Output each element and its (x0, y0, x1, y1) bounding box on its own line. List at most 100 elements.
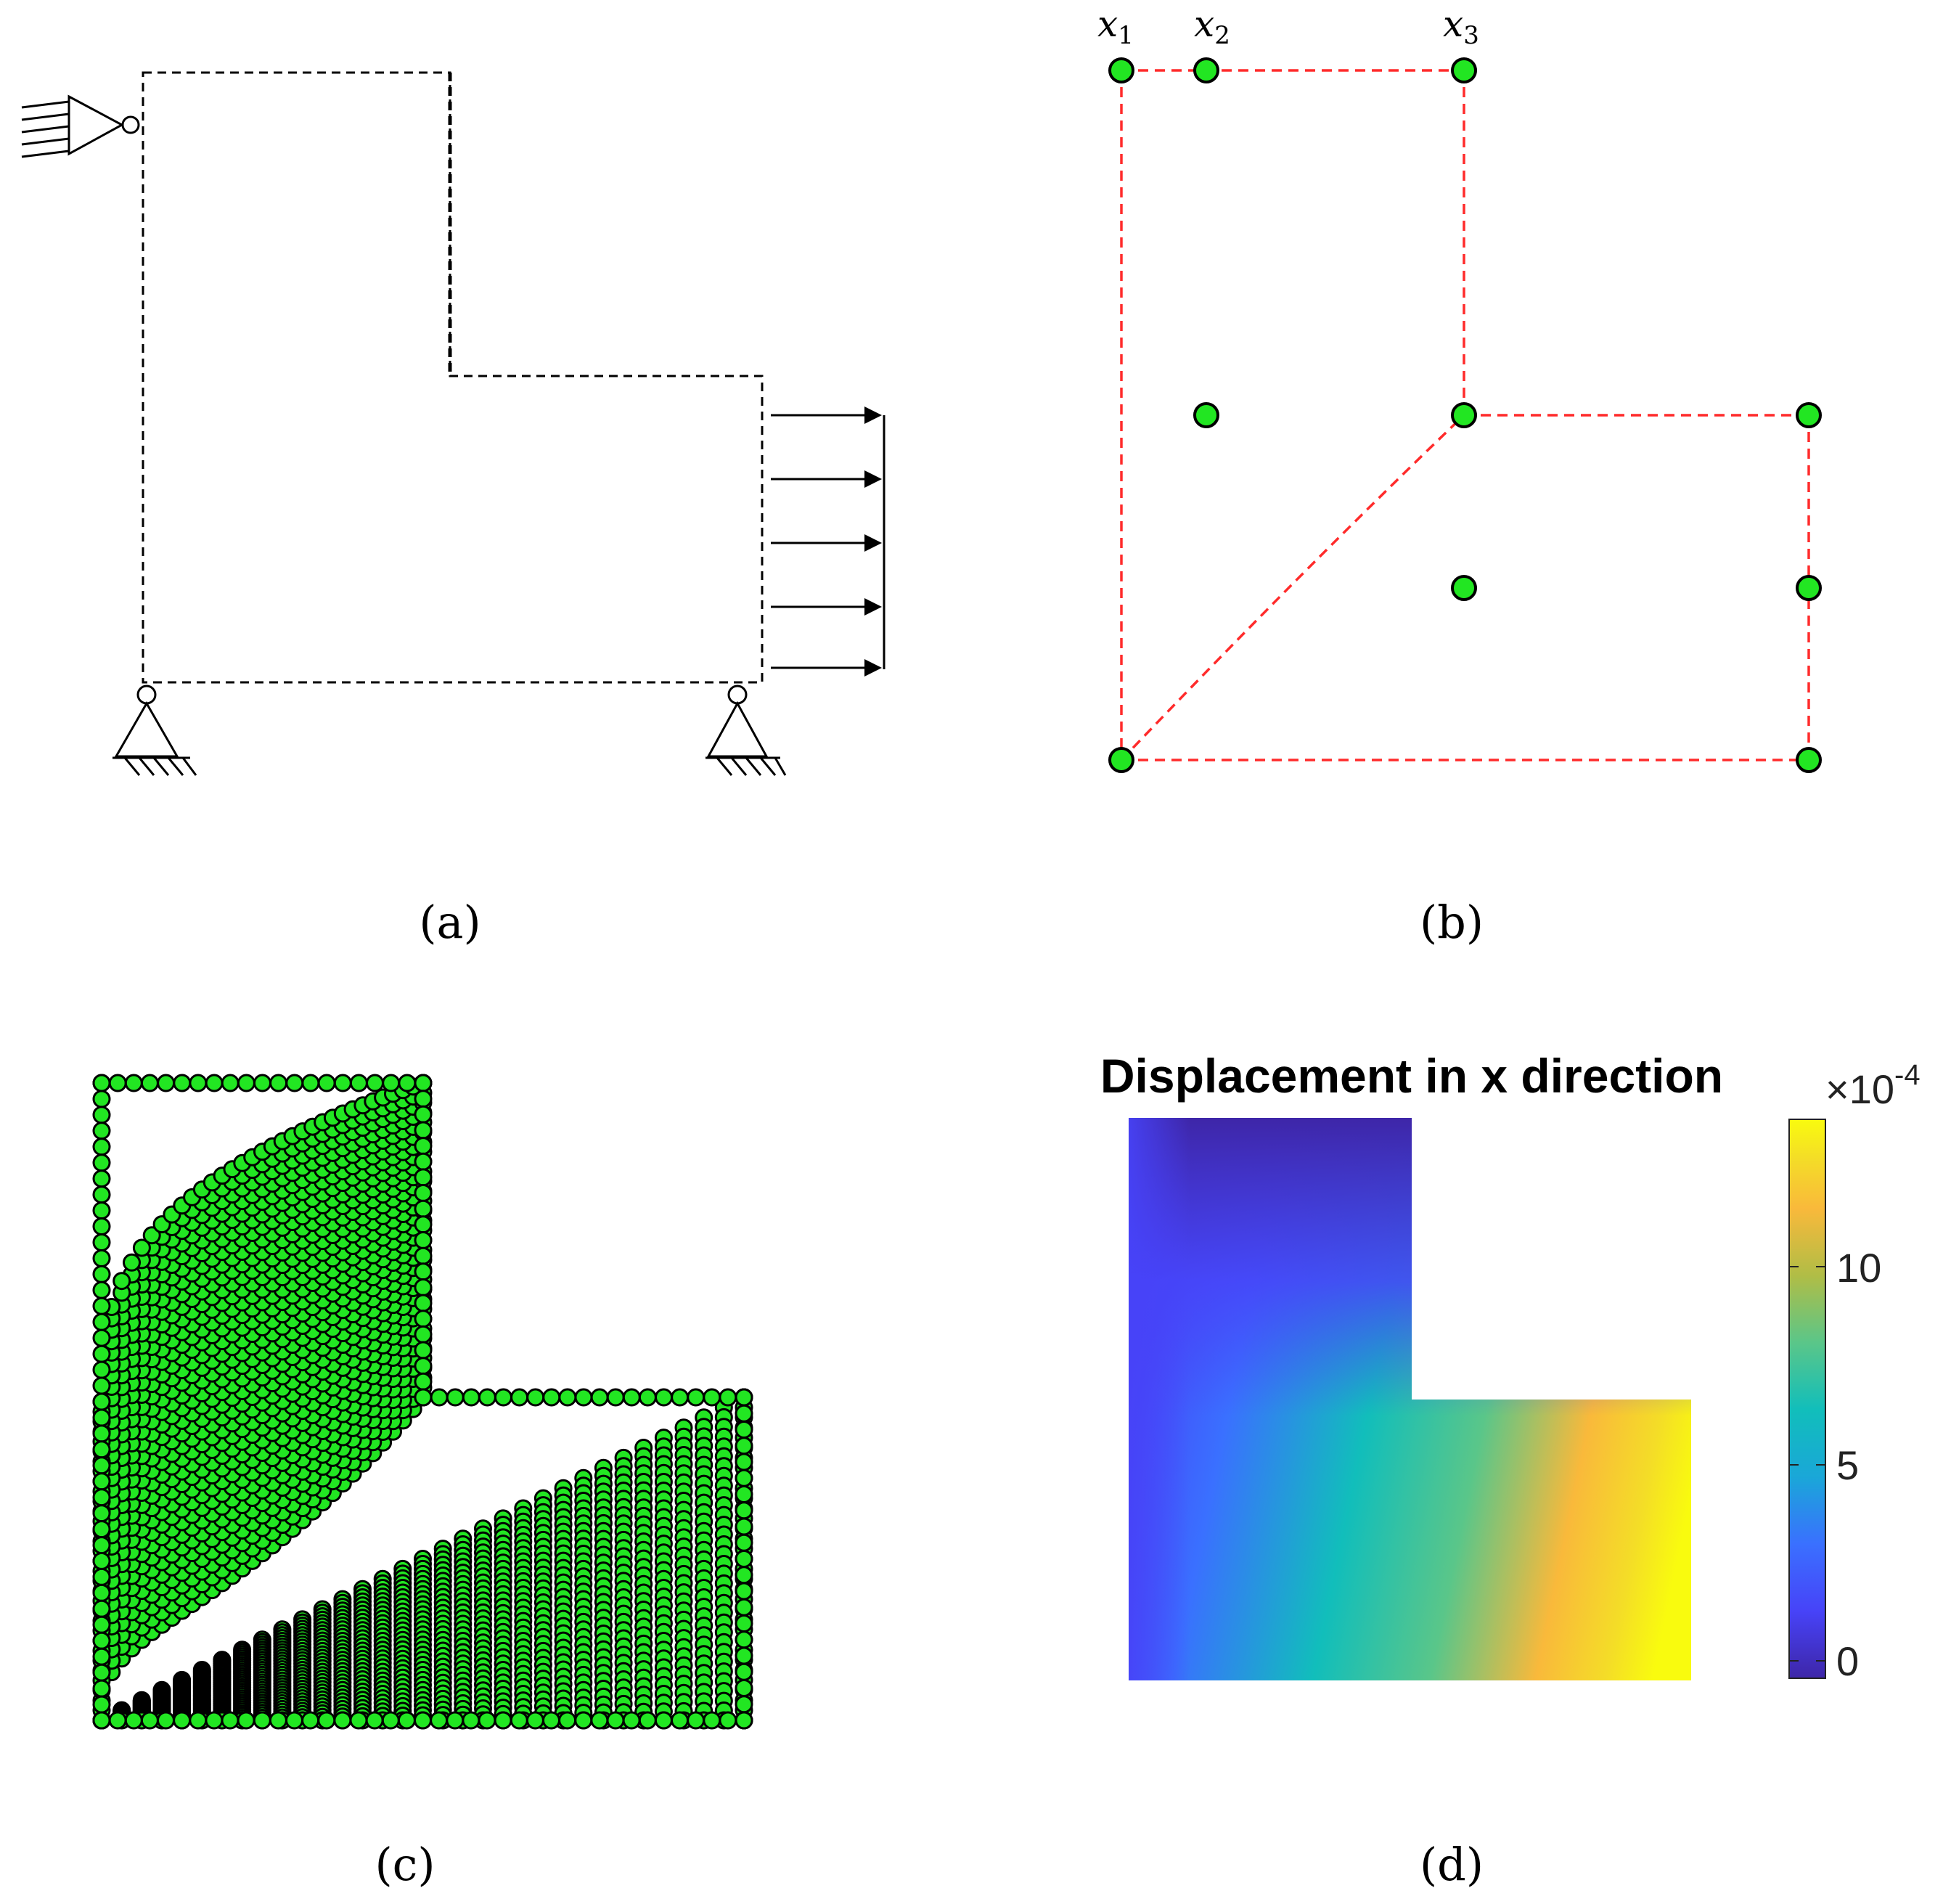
particle (414, 1372, 433, 1391)
particle (414, 1215, 433, 1234)
particle (92, 1504, 111, 1523)
particle (735, 1421, 753, 1439)
particle-cloud (92, 1074, 753, 1730)
particle (92, 1312, 111, 1331)
particle (157, 1711, 175, 1730)
particle (205, 1711, 224, 1730)
particle (655, 1388, 673, 1407)
particle (590, 1711, 609, 1730)
particle (735, 1452, 753, 1471)
particle (269, 1711, 287, 1730)
particle (622, 1711, 641, 1730)
particle (92, 1137, 111, 1156)
load-arrows (771, 406, 885, 677)
particle (735, 1630, 753, 1649)
control-points (1108, 57, 1822, 773)
particle (606, 1711, 625, 1730)
particle (92, 1583, 111, 1602)
particle (703, 1388, 721, 1407)
particle (108, 1711, 127, 1730)
caption-c: (c) (375, 1838, 435, 1891)
particle (558, 1711, 577, 1730)
particle (397, 1711, 416, 1730)
pin-support-right (705, 685, 787, 776)
particle (92, 1647, 111, 1666)
particle (478, 1711, 496, 1730)
panel-a: (a) (21, 71, 885, 949)
particle (92, 1328, 111, 1347)
particle (671, 1711, 689, 1730)
particle (414, 1121, 433, 1140)
particle (735, 1533, 753, 1552)
particle (414, 1137, 433, 1156)
particle (414, 1199, 433, 1218)
colorbar-tick: 5 (1836, 1442, 1859, 1488)
particle (510, 1388, 529, 1407)
particle (237, 1711, 255, 1730)
particle (414, 1325, 433, 1344)
particle (462, 1388, 480, 1407)
particle (253, 1711, 271, 1730)
particle (542, 1711, 560, 1730)
particle (414, 1168, 433, 1187)
label-x1: x1 (1097, 3, 1134, 50)
particle (92, 1599, 111, 1618)
particle (542, 1388, 561, 1407)
particle (189, 1074, 208, 1092)
particle (92, 1392, 111, 1411)
particle (638, 1388, 657, 1407)
particle (205, 1074, 224, 1092)
particle (414, 1074, 433, 1092)
particle (590, 1388, 609, 1407)
particle (92, 1472, 111, 1491)
displacement-field (1129, 1118, 1691, 1680)
particle (735, 1501, 753, 1520)
particle (735, 1582, 753, 1601)
particle (735, 1485, 753, 1503)
particle (735, 1662, 753, 1681)
particle (92, 1424, 111, 1443)
particle (269, 1074, 288, 1092)
particle (285, 1711, 303, 1730)
particle (735, 1437, 753, 1455)
particle (92, 1264, 111, 1283)
particle (92, 1615, 111, 1634)
particle (735, 1679, 753, 1697)
particle (414, 1105, 433, 1124)
particle (92, 1552, 111, 1570)
particle (414, 1090, 433, 1108)
particle (92, 1488, 111, 1507)
plot-title: Displacement in x direction (1100, 1049, 1723, 1103)
particle (92, 1456, 111, 1475)
particle (317, 1074, 336, 1092)
particle (92, 1249, 111, 1267)
control-point (1193, 402, 1219, 428)
particle (414, 1184, 433, 1202)
particle (381, 1711, 400, 1730)
particle (237, 1074, 255, 1092)
panel-c: (c) (92, 1074, 753, 1891)
particle (92, 1711, 111, 1730)
particle (92, 1169, 111, 1188)
control-point (1451, 575, 1477, 601)
control-point (1796, 402, 1822, 428)
particle (221, 1711, 240, 1730)
caption-d: (d) (1420, 1838, 1484, 1891)
particle (735, 1598, 753, 1617)
particle (735, 1404, 753, 1423)
particle (123, 1253, 141, 1272)
particle (140, 1711, 159, 1730)
control-point (1451, 57, 1477, 83)
particle (92, 1344, 111, 1363)
particle (414, 1152, 433, 1171)
particle (333, 1074, 352, 1092)
particle (173, 1711, 192, 1730)
particle (92, 1074, 111, 1092)
particle (638, 1711, 657, 1730)
particle (92, 1121, 111, 1140)
particle (108, 1074, 127, 1092)
particle (446, 1711, 465, 1730)
caption-b: (b) (1420, 896, 1484, 949)
particle (124, 1074, 143, 1092)
